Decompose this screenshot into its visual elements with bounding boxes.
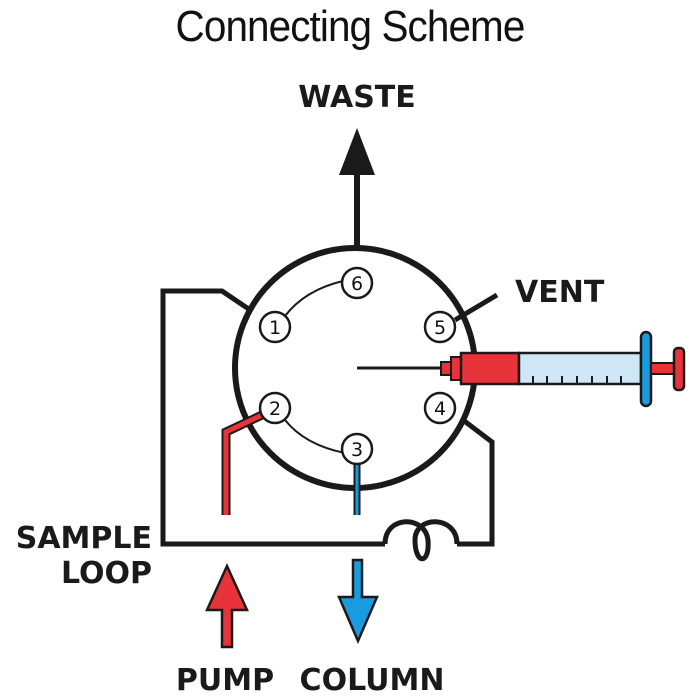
svg-text:3: 3 [351, 439, 363, 461]
syringe-plunger-rod[interactable] [650, 362, 676, 375]
pump-arrow [205, 562, 249, 649]
port-1[interactable]: 1 [258, 310, 292, 344]
port-2[interactable]: 2 [258, 391, 292, 425]
diagram-title: Connecting Scheme [175, 2, 526, 51]
column-label: COLUMN [300, 663, 445, 698]
syringe[interactable] [440, 330, 686, 408]
port-3[interactable]: 3 [340, 432, 374, 466]
port-4[interactable]: 4 [423, 391, 457, 425]
syringe-barrel [517, 351, 643, 386]
port-5[interactable]: 5 [423, 310, 457, 344]
vent-label: VENT [515, 275, 605, 310]
pump-label: PUMP [176, 663, 274, 698]
vent-line [453, 292, 499, 323]
sample-loop-label-line1: SAMPLE [16, 521, 152, 556]
svg-text:2: 2 [269, 398, 281, 420]
sample-loop-tubing [160, 288, 495, 547]
internal-channel-2-3 [284, 419, 346, 454]
svg-text:5: 5 [434, 317, 446, 339]
syringe-hub [440, 361, 452, 376]
svg-text:6: 6 [351, 273, 363, 295]
svg-text:1: 1 [269, 317, 281, 339]
internal-channel-1-6 [284, 280, 344, 317]
column-arrow [337, 558, 379, 645]
waste-label: WASTE [298, 80, 416, 115]
syringe-plunger-thumb[interactable] [672, 346, 686, 392]
sample-loop-label-line2: LOOP [61, 556, 152, 591]
sample-loop-coil [382, 519, 460, 562]
syringe-graduations [532, 376, 622, 383]
pump-line-fill [223, 412, 264, 515]
syringe-flange [639, 330, 653, 408]
syringe-barrel-fluid [459, 351, 521, 386]
svg-text:4: 4 [434, 398, 446, 420]
port-6[interactable]: 6 [340, 266, 374, 300]
